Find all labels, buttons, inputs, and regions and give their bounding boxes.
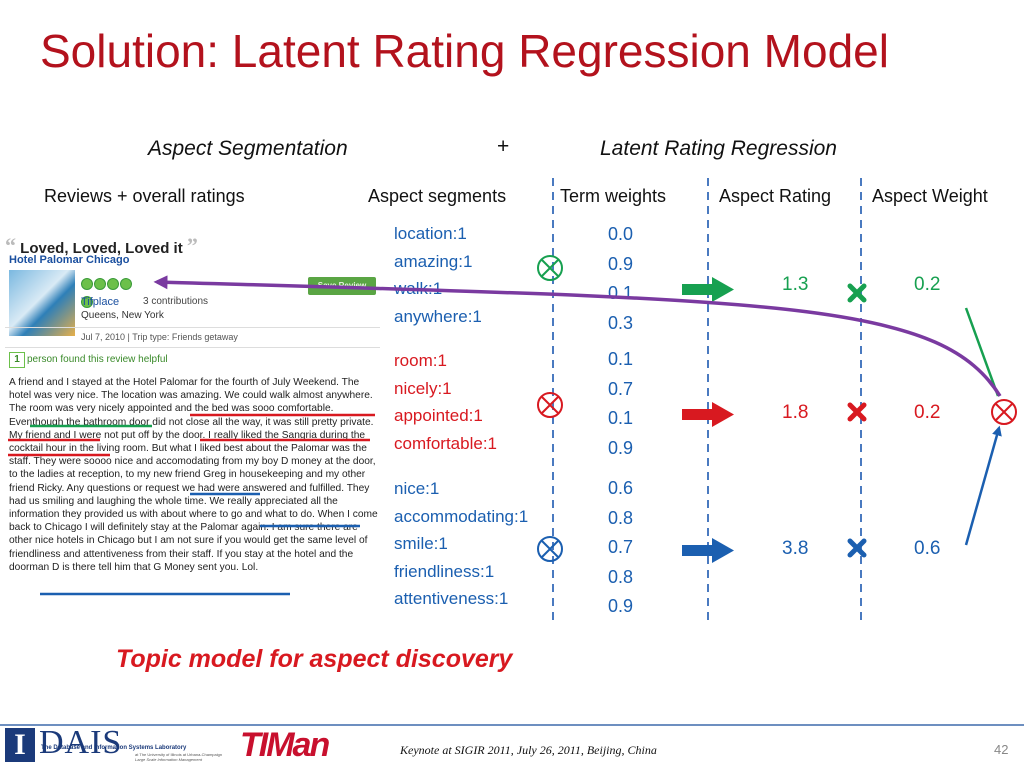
term: nice:1 [394, 479, 440, 498]
term: attentiveness:1 [394, 589, 509, 608]
review-body: A friend and I stayed at the Hotel Palom… [9, 377, 378, 573]
review-title-text: Loved, Loved, Loved it [20, 240, 183, 257]
divider [5, 347, 380, 348]
open-quote-icon: “ [5, 233, 16, 258]
term-weight: 0.8 [608, 507, 634, 528]
heading-latent-rating-regression: Latent Rating Regression [600, 137, 837, 160]
term-weight: 0.1 [608, 408, 634, 428]
term-weight: 0.7 [608, 537, 634, 557]
term: smile:1 [394, 534, 448, 553]
rating-bubble-icon [94, 278, 106, 290]
dais-logo: I DAIS The Database and Information Syst… [5, 724, 235, 766]
arrow-right-icon [682, 277, 734, 302]
term-weight: 0.9 [608, 596, 634, 616]
term-weight: 0.9 [608, 253, 634, 274]
term-weight: 0.9 [608, 437, 634, 458]
aspect-weight-room: 0.2 [914, 402, 941, 423]
term-weights-room: 0.1 0.7 0.1 0.9 [608, 345, 633, 463]
term: accommodating:1 [394, 506, 529, 526]
overall-rating-arrow [153, 275, 1002, 397]
helpful-text: person found this review helpful [27, 354, 168, 365]
page-number: 42 [994, 742, 1009, 757]
illinois-i-icon: I [5, 728, 35, 762]
column-term-weights: Term weights [560, 186, 667, 206]
slide-title: Solution: Latent Rating Regression Model [40, 25, 889, 77]
review-date: Jul 7, 2010 | Trip type: Friends getaway [81, 332, 238, 342]
rating-bubble-icon [81, 296, 93, 308]
otimes-icon [537, 536, 563, 562]
otimes-icon [537, 255, 563, 281]
timan-wordmark: TIMan [240, 726, 330, 764]
reviewer-location: Queens, New York [81, 310, 164, 321]
term: amazing:1 [394, 251, 473, 271]
multiply-icon [847, 402, 867, 422]
column-reviews: Reviews + overall ratings [44, 186, 245, 206]
footer-rule [0, 724, 1024, 726]
column-aspect-weight: Aspect Weight [872, 186, 988, 206]
divider [5, 327, 380, 328]
reviewer-name[interactable]: Tifplace [81, 296, 120, 308]
aspect-rating-location: 1.3 [782, 274, 809, 295]
term-weight: 0.1 [608, 349, 634, 369]
term-weight: 0.0 [608, 224, 634, 244]
rating-bubble-icon [81, 278, 93, 290]
term-weight: 0.7 [608, 378, 634, 399]
reviewer-photo [9, 270, 75, 336]
timan-logo: TIMan [240, 726, 330, 766]
aspect-segment-service: nice:1 accommodating:1 smile:1 friendlin… [394, 475, 528, 613]
term-weights-service: 0.6 0.8 0.7 0.8 0.9 [608, 474, 633, 622]
heading-aspect-segmentation: Aspect Segmentation [148, 137, 348, 160]
term: location:1 [394, 224, 467, 243]
term: anywhere:1 [394, 306, 482, 326]
review-card: “ Loved, Loved, Loved it ” Hotel Palomar… [5, 230, 380, 630]
arrow-right-icon [682, 402, 734, 427]
term-weights-location: 0.0 0.9 0.1 0.3 [608, 220, 633, 338]
dais-wordmark: DAIS [39, 724, 123, 761]
rating-bubble-icon [107, 278, 119, 290]
rating-bubbles [81, 277, 141, 308]
term-weight: 0.6 [608, 478, 634, 498]
otimes-output-icon [991, 399, 1017, 425]
weight-connector [964, 425, 1002, 546]
heading-plus: + [497, 135, 510, 158]
term: comfortable:1 [394, 433, 497, 453]
reviewer-contributions: 3 contributions [143, 296, 209, 307]
aspect-rating-service: 3.8 [782, 538, 809, 559]
term-weight: 0.3 [608, 312, 634, 333]
dais-subtitle-2: at The University of Illinois at Urbana-… [135, 752, 223, 757]
arrow-right-icon [682, 538, 734, 563]
term: appointed:1 [394, 406, 483, 425]
dais-subtitle: The Database and Information Systems Lab… [41, 745, 187, 751]
footer-text: Keynote at SIGIR 2011, July 26, 2011, Be… [400, 743, 657, 757]
column-aspect-rating: Aspect Rating [719, 186, 832, 206]
helpful-count: 1 [9, 352, 25, 368]
column-aspect-segments: Aspect segments [368, 186, 507, 206]
term: nicely:1 [394, 378, 452, 398]
review-highlights [8, 413, 375, 596]
multiply-icon [847, 283, 867, 303]
term: friendliness:1 [394, 561, 495, 581]
aspect-segment-location: location:1 amazing:1 walk:1 anywhere:1 [394, 220, 482, 330]
term-weight: 0.8 [608, 566, 634, 587]
review-title: “ Loved, Loved, Loved it ” [5, 233, 198, 259]
weight-connector [964, 307, 1000, 397]
close-quote-icon: ” [186, 233, 198, 258]
aspect-weight-location: 0.2 [914, 274, 941, 295]
aspect-rating-room: 1.8 [782, 402, 809, 423]
hotel-name[interactable]: Hotel Palomar Chicago [9, 254, 130, 266]
otimes-icon [537, 392, 563, 418]
multiply-icon [847, 538, 867, 558]
aspect-segment-room: room:1 nicely:1 appointed:1 comfortable:… [394, 347, 497, 457]
dais-subtitle-3: Large Scale Information Management [135, 757, 202, 762]
rating-bubble-icon [120, 278, 132, 290]
aspect-weight-service: 0.6 [914, 538, 941, 559]
caption: Topic model for aspect discovery [116, 645, 513, 673]
term: room:1 [394, 351, 447, 370]
